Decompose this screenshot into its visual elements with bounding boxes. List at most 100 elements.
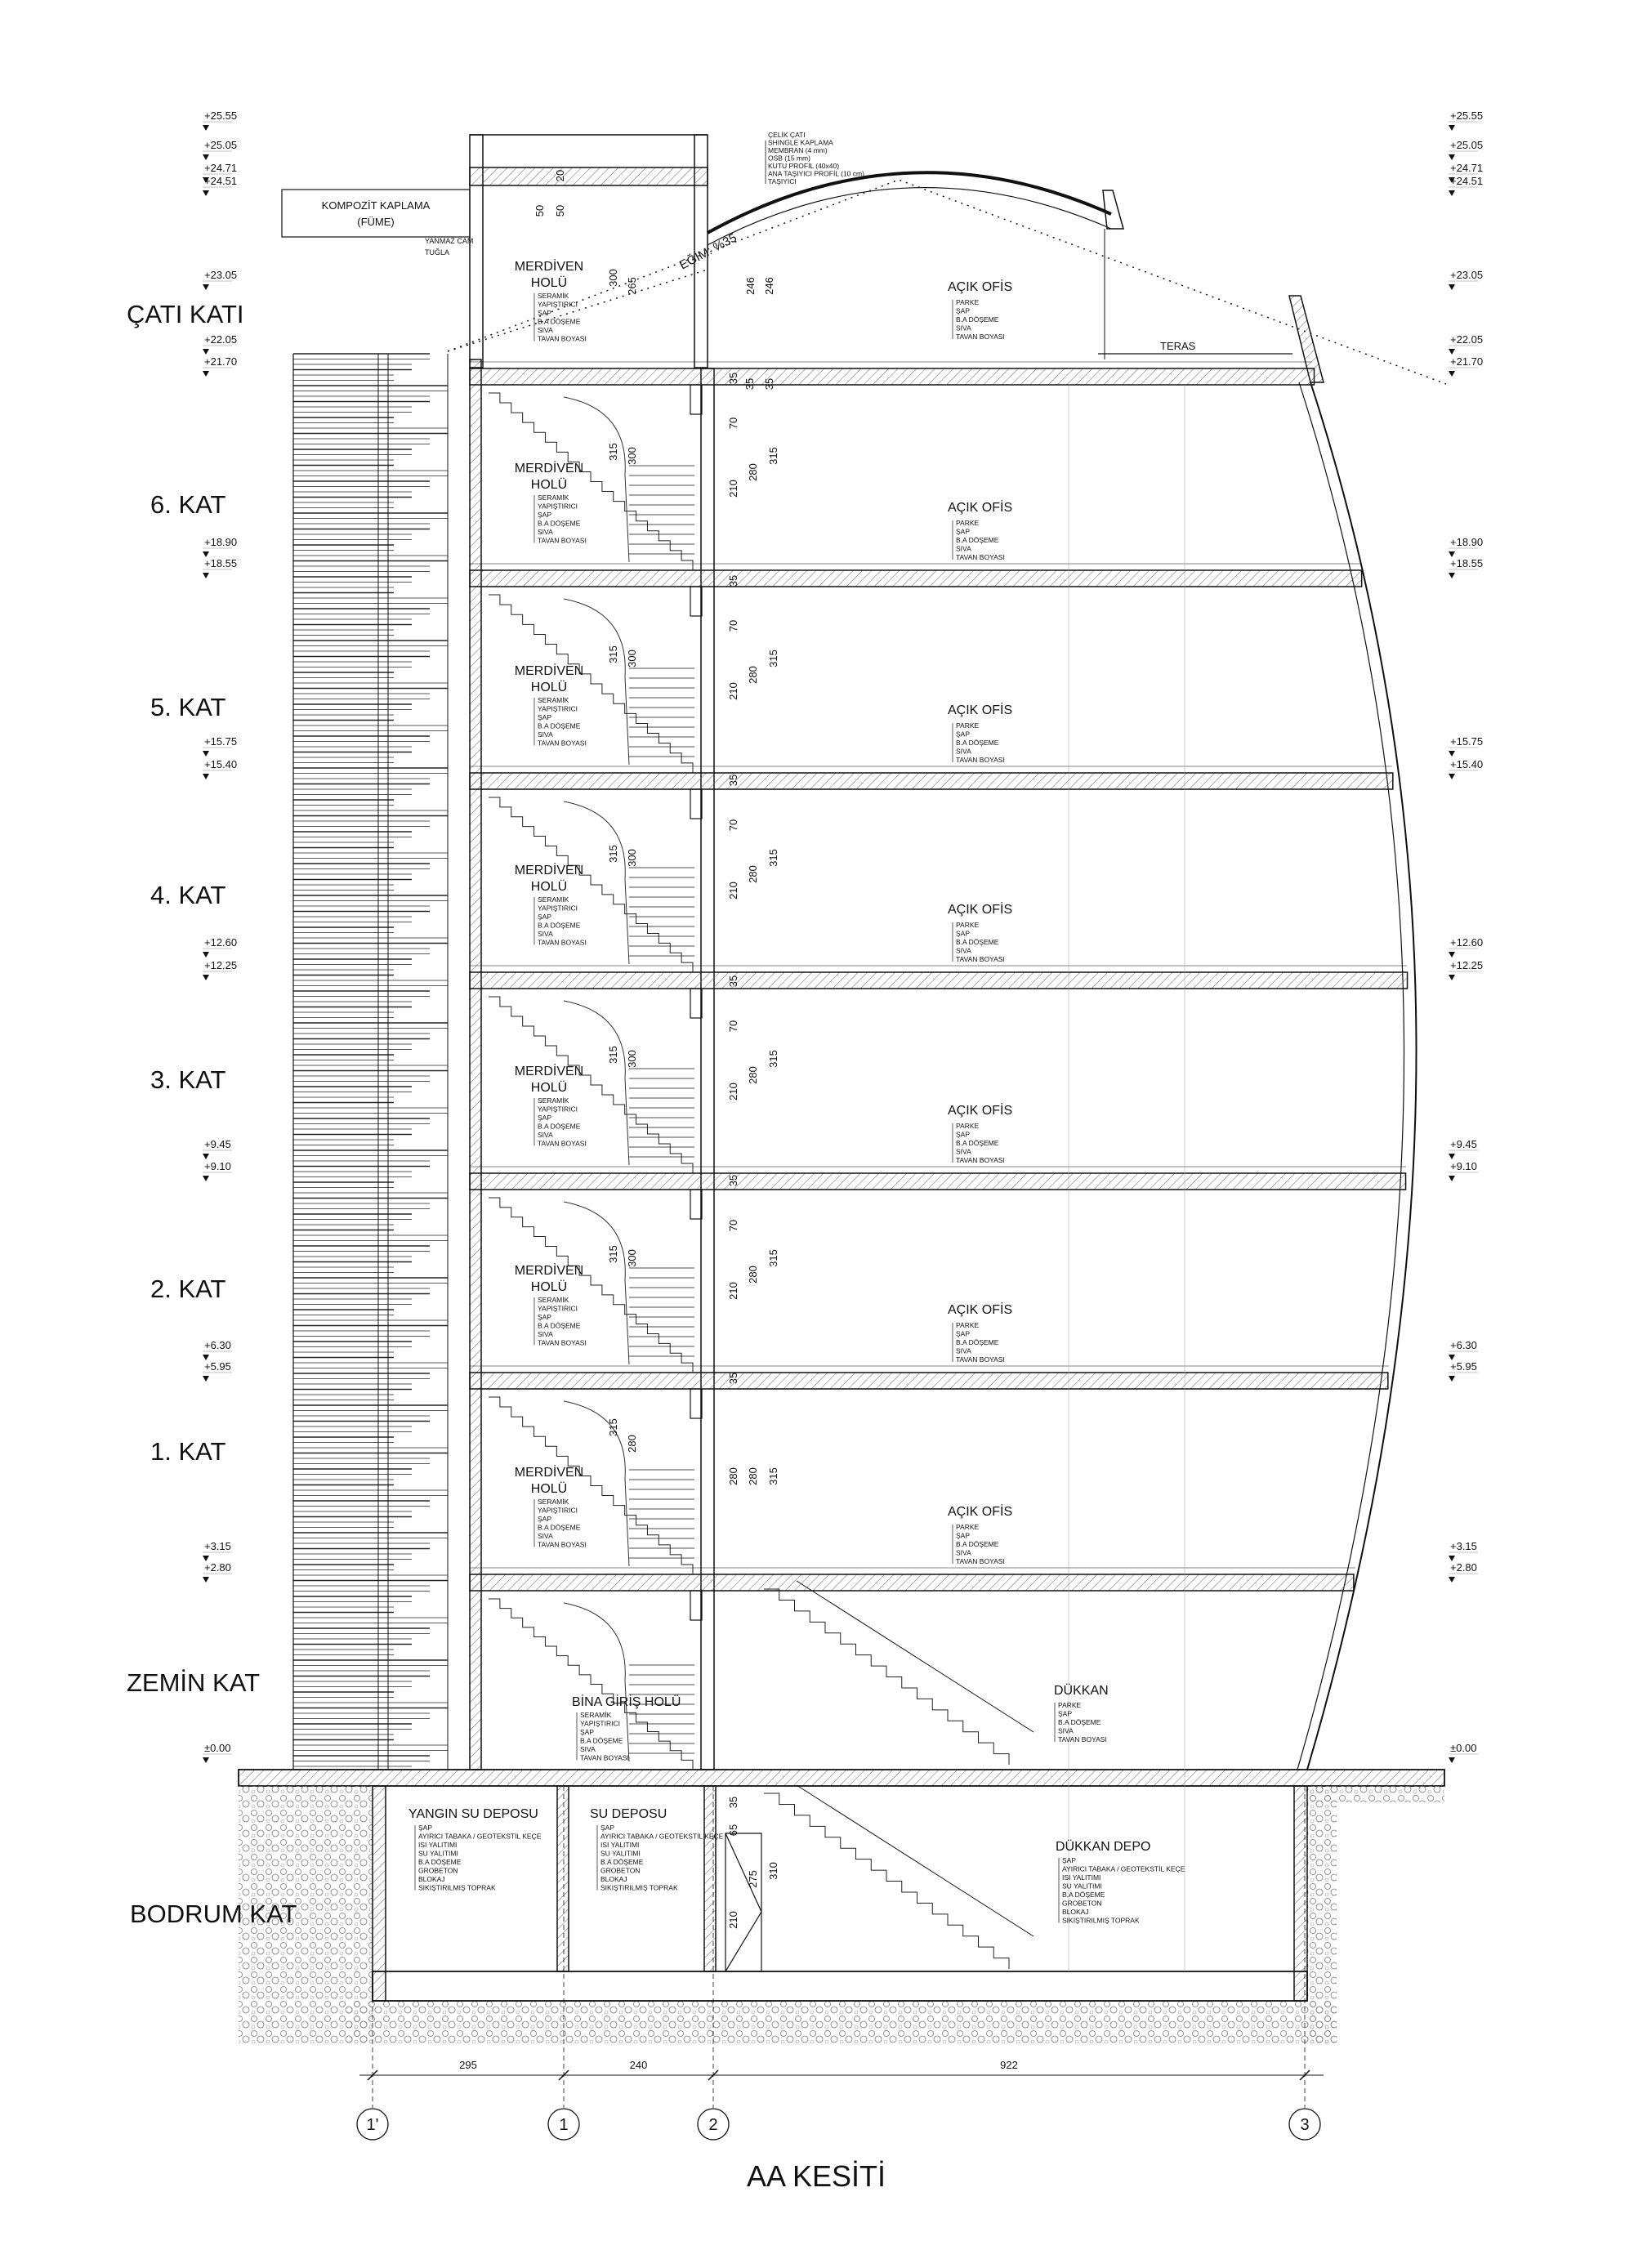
floor-name-label: 1. KAT bbox=[150, 1437, 226, 1466]
office-material: SIVA bbox=[956, 1148, 971, 1156]
water-tank-material: AYIRICI TABAKA / GEOTEKSTİL KEÇE bbox=[600, 1833, 724, 1841]
basement-door bbox=[725, 1833, 762, 1972]
level-marker-icon bbox=[203, 125, 209, 131]
stair-hall-material: SIVA bbox=[538, 1532, 553, 1540]
floor-slab bbox=[469, 1372, 1389, 1390]
stair-hall-label: MERDİVEN bbox=[515, 1262, 583, 1278]
stair-hall-material: SIVA bbox=[538, 1330, 553, 1338]
stair-hall-label: MERDİVEN bbox=[515, 1063, 583, 1078]
stair-hall-material: TAVAN BOYASI bbox=[538, 939, 587, 947]
office-material: ŞAP bbox=[956, 1131, 970, 1139]
stair-hall-material: B.A DÖŞEME bbox=[538, 722, 581, 730]
office-material: SIVA bbox=[956, 1347, 971, 1355]
level-label-left: +18.90 bbox=[204, 536, 237, 548]
level-marker-icon bbox=[1449, 751, 1455, 757]
shop-label: DÜKKAN bbox=[1054, 1683, 1109, 1698]
office-material: SIVA bbox=[956, 748, 971, 756]
dimension-label: 70 bbox=[727, 1020, 739, 1032]
floor-name-label: 2. KAT bbox=[150, 1275, 226, 1303]
water-tank-material: SU YALITIMI bbox=[600, 1850, 641, 1858]
level-marker-icon bbox=[203, 284, 209, 290]
basement-wall-left bbox=[372, 1785, 386, 2002]
louver-facade bbox=[293, 353, 448, 1767]
level-marker-icon bbox=[1449, 177, 1455, 183]
stair-hall-material: SIVA bbox=[538, 1131, 553, 1139]
level-marker-icon bbox=[1449, 125, 1455, 131]
level-label-right: +24.51 bbox=[1450, 175, 1483, 187]
dimension-label: 35 bbox=[727, 976, 739, 987]
dimension-label: 35 bbox=[727, 775, 739, 786]
dimension-label: 246 bbox=[744, 277, 757, 295]
level-marker-icon bbox=[203, 774, 209, 779]
open-office-label: AÇIK OFİS bbox=[948, 901, 1012, 917]
entrance-material: B.A DÖŞEME bbox=[580, 1737, 623, 1745]
office-material: PARKE bbox=[956, 519, 980, 527]
dimension-label: 315 bbox=[607, 645, 619, 663]
level-label-left: +18.55 bbox=[204, 557, 237, 569]
stair-hall-material: SERAMİK bbox=[538, 696, 569, 704]
stair-hall-material: B.A DÖŞEME bbox=[538, 1123, 581, 1131]
roof-edge bbox=[1102, 190, 1124, 230]
level-marker-icon bbox=[203, 952, 209, 958]
level-label-left: +25.05 bbox=[204, 139, 237, 151]
level-marker-icon bbox=[1449, 1577, 1455, 1583]
dimension-label: 315 bbox=[607, 443, 619, 461]
level-label-right: +23.05 bbox=[1450, 269, 1483, 281]
span-dimension: 922 bbox=[1000, 2059, 1018, 2071]
level-label-right: +21.70 bbox=[1450, 355, 1483, 368]
basement-wall-1 bbox=[556, 1785, 569, 1972]
office-material: TAVAN BOYASI bbox=[956, 1355, 1005, 1364]
dimension-label: 275 bbox=[747, 1870, 759, 1888]
axis-label: 1 bbox=[559, 2116, 568, 2134]
level-label-left: ±0.00 bbox=[204, 1742, 230, 1754]
office-material: ŞAP bbox=[956, 1532, 970, 1540]
dimension-label: 35 bbox=[727, 1373, 739, 1384]
dimension-label: 70 bbox=[727, 417, 739, 429]
stair-hall-material: YAPIŞTIRICI bbox=[538, 904, 578, 913]
level-marker-icon bbox=[1449, 952, 1455, 958]
dimension-label: 315 bbox=[607, 1046, 619, 1064]
level-marker-icon bbox=[203, 190, 209, 196]
office-material: ŞAP bbox=[956, 528, 970, 536]
shop-storage-material: BLOKAJ bbox=[1062, 1908, 1089, 1916]
floor-name-label: BODRUM KAT bbox=[130, 1900, 297, 1928]
curved-facade-outer bbox=[1306, 382, 1417, 1770]
open-office-label: AÇIK OFİS bbox=[948, 279, 1012, 294]
stair-hall-material: SERAMİK bbox=[538, 1498, 569, 1506]
floor-name-label: 3. KAT bbox=[150, 1065, 226, 1094]
stair-hall-material: YAPIŞTIRICI bbox=[538, 705, 578, 713]
roof-core-slab bbox=[469, 167, 708, 186]
roof-material-item: ANA TAŞIYICI PROFİL (10 cm) bbox=[768, 170, 864, 178]
level-label-right: +15.75 bbox=[1450, 735, 1483, 748]
stair-hall-label: HOLÜ bbox=[531, 275, 567, 290]
ground-slab bbox=[238, 1769, 1445, 1787]
open-office-label: AÇIK OFİS bbox=[948, 1301, 1012, 1317]
entrance-material: YAPIŞTIRICI bbox=[580, 1720, 620, 1728]
shop-material: TAVAN BOYASI bbox=[1058, 1735, 1107, 1743]
office-material: SIVA bbox=[956, 1549, 971, 1557]
office-material: B.A DÖŞEME bbox=[956, 938, 999, 946]
level-label-right: +24.71 bbox=[1450, 162, 1483, 174]
water-tank-material: ISI YALITIMI bbox=[600, 1841, 639, 1849]
stair-hall-material: TAVAN BOYASI bbox=[538, 1339, 587, 1347]
floor-slab bbox=[469, 569, 1363, 587]
level-marker-icon bbox=[203, 975, 209, 980]
floor-name-label: 6. KAT bbox=[150, 490, 226, 519]
level-marker-icon bbox=[1449, 1376, 1455, 1382]
stair-hall-material: SERAMİK bbox=[538, 1296, 569, 1304]
stair-hall-label: MERDİVEN bbox=[515, 1464, 583, 1480]
dimension-label: 65 bbox=[727, 1824, 739, 1836]
stair-hall-material: YAPIŞTIRICI bbox=[538, 1507, 578, 1515]
dimension-label: 70 bbox=[727, 819, 739, 831]
roof-material-item: MEMBRAN (4 mm) bbox=[768, 146, 828, 154]
core-beam bbox=[690, 384, 703, 415]
core-beam bbox=[690, 1388, 703, 1419]
office-material: PARKE bbox=[956, 721, 980, 730]
level-label-right: +25.55 bbox=[1450, 109, 1483, 122]
cladding-label: (FÜME) bbox=[357, 216, 395, 228]
dimension-label: 315 bbox=[767, 1249, 779, 1267]
stair-hall-material: YAPIŞTIRICI bbox=[538, 1105, 578, 1114]
office-material: ŞAP bbox=[956, 930, 970, 938]
stair-railing bbox=[796, 1784, 1034, 1937]
level-marker-icon bbox=[1449, 1556, 1455, 1561]
